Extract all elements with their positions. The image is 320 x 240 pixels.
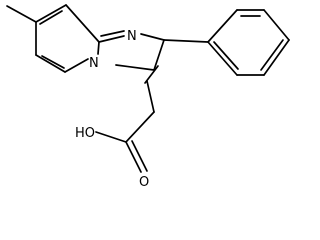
- carbonyl-oxygen-label: O: [139, 175, 149, 190]
- pyridine-ring: [35, 4, 100, 73]
- ring-to-chain-bond: [146, 80, 155, 113]
- chemical-structure-diagram: N N HO O: [6, 4, 290, 190]
- phenyl-ring: [163, 9, 290, 76]
- hydroxyl-label: HO: [75, 126, 95, 141]
- bridgehead-nitrogen-label: N: [89, 56, 99, 71]
- imidazole-nitrogen-label: N: [127, 29, 137, 44]
- acetic-acid-chain: [95, 111, 155, 173]
- methyl-bond: [6, 5, 37, 23]
